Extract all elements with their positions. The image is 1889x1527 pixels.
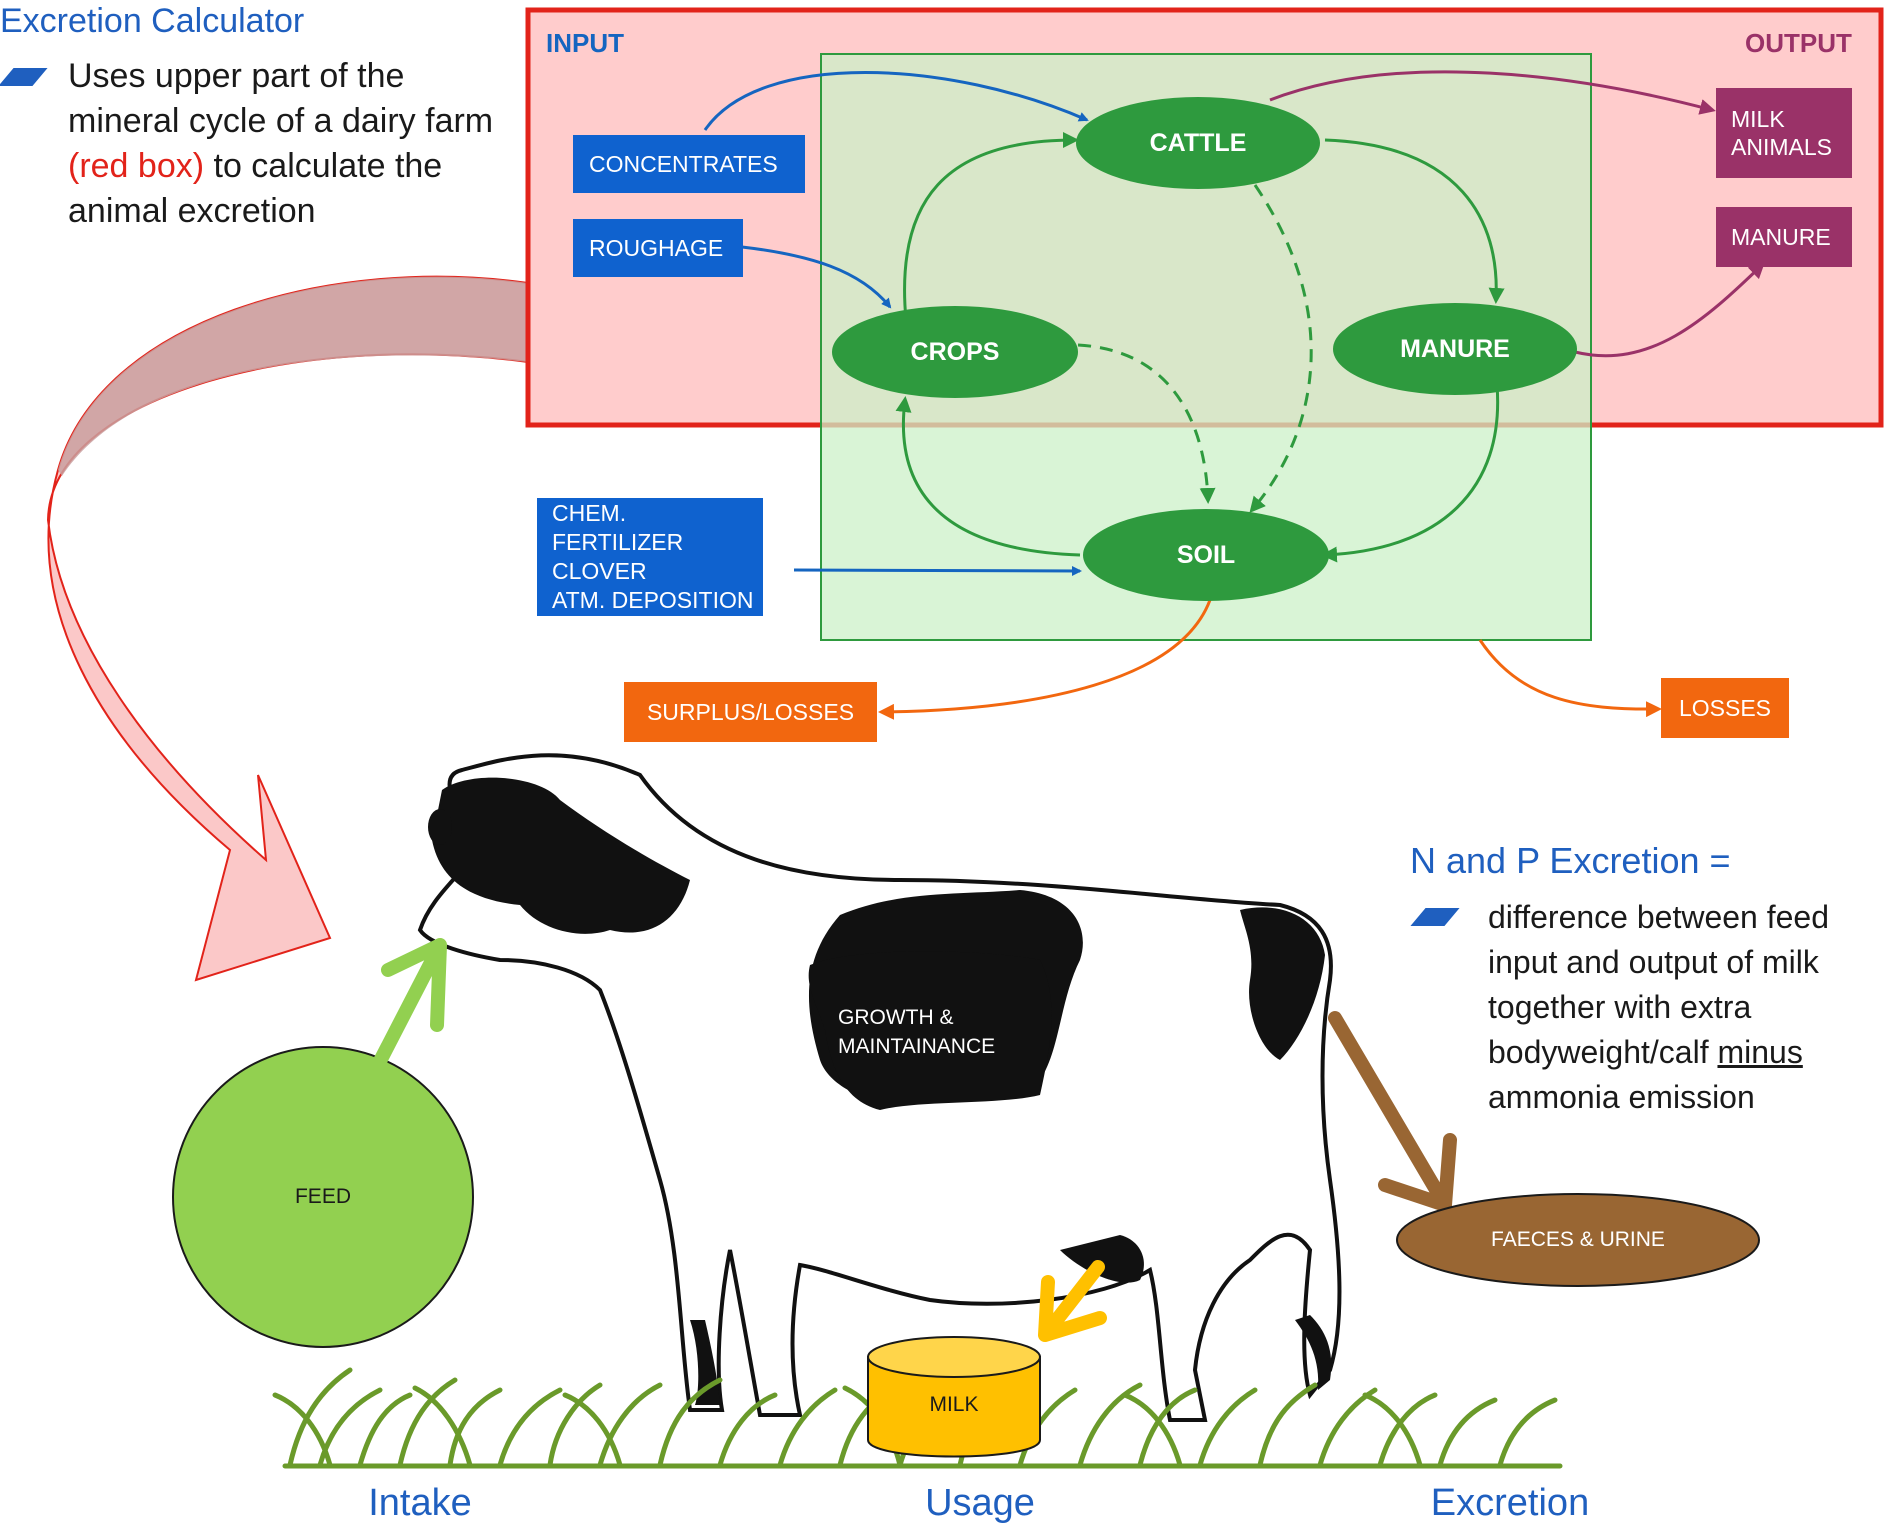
arrow-fertilizer xyxy=(793,565,1082,576)
output-manure: MANURE xyxy=(1716,207,1852,267)
intro-highlight: (red box) xyxy=(68,147,205,185)
output-animals-line: ANIMALS xyxy=(1731,134,1832,160)
input-fertilizer: CHEM. FERTILIZER CLOVER ATM. DEPOSITION xyxy=(537,498,763,616)
np-title: N and P Excretion = xyxy=(1410,840,1731,881)
node-soil-label: SOIL xyxy=(1176,540,1236,569)
curved-arrow-fold xyxy=(58,276,528,476)
label-excretion: Excretion xyxy=(1430,1482,1590,1524)
np-text: difference between feed input and output… xyxy=(1488,895,1886,1120)
faeces-arrow xyxy=(1328,1011,1457,1212)
arrow-to-losses xyxy=(1478,639,1662,718)
growth-patch xyxy=(808,951,1052,1110)
arrow-crops-soil-dashed xyxy=(1077,343,1216,504)
faeces-ellipse xyxy=(1396,1193,1760,1287)
milk-can xyxy=(867,1336,1041,1458)
milk-arrow xyxy=(1038,1260,1107,1342)
node-manure-label: MANURE xyxy=(1400,334,1510,363)
growth-line-1: GROWTH & xyxy=(838,1006,954,1029)
intro-text: Uses upper part of the mineral cycle of … xyxy=(68,54,508,234)
node-cattle-label: CATTLE xyxy=(1149,128,1247,157)
output-milk-animals: MILK ANIMALS xyxy=(1716,88,1852,178)
page-title: Excretion Calculator xyxy=(0,2,305,40)
label-usage: Usage xyxy=(925,1482,1035,1524)
arrow-roughage xyxy=(741,245,892,309)
growth-label: GROWTH & MAINTAINANCE xyxy=(838,1003,995,1061)
output-milk-line: MILK xyxy=(1731,106,1785,132)
arrow-manure-output xyxy=(1574,262,1765,358)
fertilizer-line-chemical: CHEM. FERTILIZER xyxy=(552,500,684,555)
feed-arrow xyxy=(371,938,447,1072)
node-crops xyxy=(832,306,1078,398)
feed-circle xyxy=(172,1046,474,1348)
node-crops-label: CROPS xyxy=(910,337,1000,366)
arrow-manure-soil xyxy=(1321,384,1500,563)
label-intake: Intake xyxy=(368,1482,472,1524)
arrow-concentrates xyxy=(703,71,1089,131)
output-label: OUTPUT xyxy=(1745,28,1852,58)
loss-losses: LOSSES xyxy=(1661,678,1789,738)
arrow-crops-cattle xyxy=(903,132,1079,321)
loss-surplus: SURPLUS/LOSSES xyxy=(624,682,877,742)
intro-text-end: to calculate the animal excretion xyxy=(68,147,443,230)
input-concentrates: CONCENTRATES xyxy=(573,135,805,193)
intro-text-start: Uses upper part of the mineral cycle of … xyxy=(68,57,494,140)
node-manure xyxy=(1333,303,1577,395)
np-underlined: minus xyxy=(1717,1034,1803,1070)
faeces-label: FAECES & URINE xyxy=(1491,1228,1665,1251)
node-cattle xyxy=(1076,97,1320,189)
arrow-cattle-soil-dashed xyxy=(1249,184,1313,514)
fertilizer-line-clover: CLOVER xyxy=(552,558,647,584)
input-label: INPUT xyxy=(546,28,624,58)
input-roughage: ROUGHAGE xyxy=(573,219,743,277)
arrow-soil-surplus xyxy=(878,599,1212,720)
milk-label: MILK xyxy=(929,1393,979,1416)
arrow-cattle-milk xyxy=(1269,70,1716,115)
fertilizer-line-deposition: ATM. DEPOSITION xyxy=(552,587,754,613)
growth-line-2: MAINTAINANCE xyxy=(838,1035,996,1058)
arrow-cattle-manure xyxy=(1324,138,1505,304)
node-soil xyxy=(1083,509,1329,601)
feed-label: FEED xyxy=(294,1185,351,1208)
arrow-soil-crops xyxy=(895,396,1081,557)
np-text-start: difference between feed input and output… xyxy=(1488,899,1829,1070)
np-text-end: ammonia emission xyxy=(1488,1079,1755,1115)
